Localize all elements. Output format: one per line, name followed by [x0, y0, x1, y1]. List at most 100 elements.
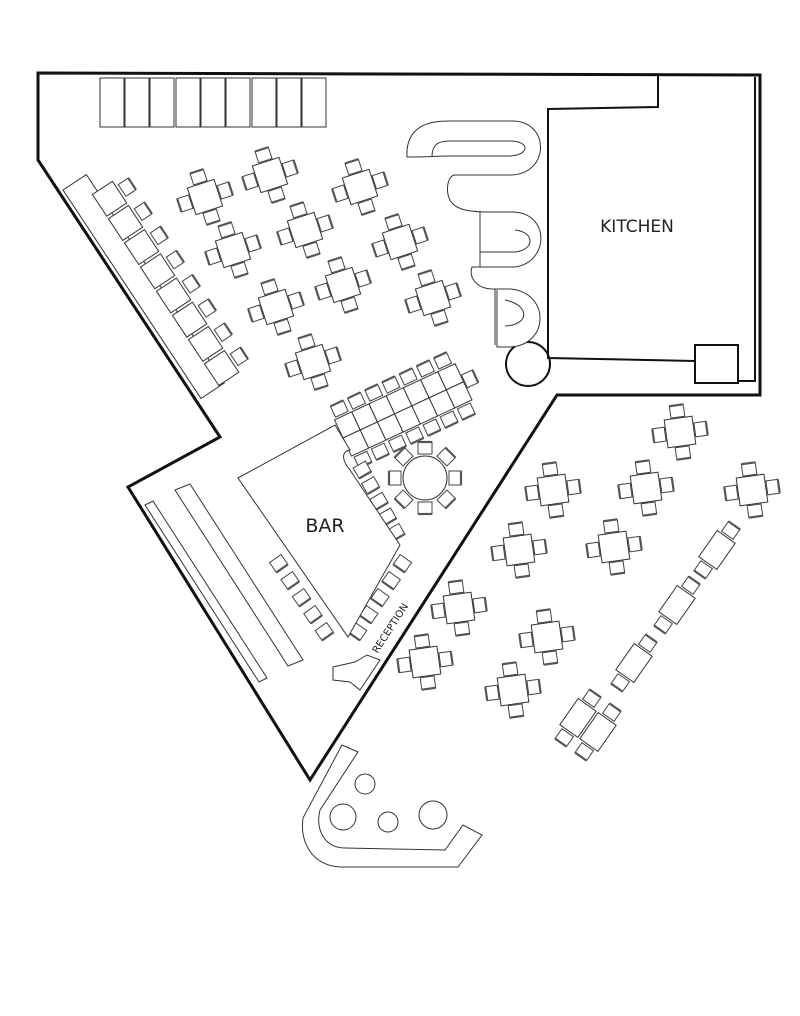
table-top — [414, 279, 452, 317]
table-top — [698, 529, 736, 571]
chair — [149, 225, 169, 246]
chair — [405, 426, 425, 445]
chair — [444, 282, 462, 301]
chair — [202, 208, 221, 226]
chair — [370, 442, 390, 461]
chair — [653, 615, 674, 635]
chair — [357, 198, 376, 216]
chair — [554, 728, 575, 748]
booth-seat — [99, 77, 125, 128]
chair — [197, 298, 217, 318]
chair — [680, 575, 701, 595]
chair — [460, 369, 480, 389]
chair — [547, 503, 565, 519]
chair — [602, 518, 620, 534]
bar-stool — [303, 604, 323, 625]
chair — [371, 171, 389, 190]
chair — [574, 742, 595, 762]
chair — [438, 650, 454, 668]
serpentine-seating-inner — [494, 289, 525, 345]
chair — [417, 501, 433, 516]
two-seat-table — [139, 249, 185, 290]
bar-stool — [314, 621, 335, 642]
bar-area: BAR RECEPTION — [144, 424, 411, 691]
chair — [396, 656, 412, 674]
chair — [765, 478, 781, 496]
chair — [287, 291, 305, 310]
table-top — [214, 231, 252, 269]
chair — [302, 241, 321, 259]
booth-row-top — [99, 77, 327, 128]
chair — [289, 201, 308, 219]
chair — [535, 608, 553, 624]
chair — [720, 520, 741, 540]
four-seat-table — [518, 608, 576, 666]
four-seat-table — [723, 461, 781, 519]
two-seat-table — [574, 702, 622, 762]
bar-stool — [352, 460, 372, 480]
chair — [627, 535, 643, 553]
chair — [398, 367, 418, 386]
chair — [213, 322, 233, 343]
table-top — [530, 620, 564, 654]
chair — [176, 194, 194, 213]
kitchen-wall-east — [738, 77, 756, 382]
chair — [490, 544, 506, 562]
chair — [610, 673, 631, 693]
chair — [387, 470, 402, 486]
chair — [518, 631, 534, 649]
table-top — [257, 288, 295, 326]
chair — [541, 461, 559, 477]
chair — [241, 172, 259, 191]
reception-label: RECEPTION — [371, 602, 411, 656]
table-top — [579, 711, 617, 753]
four-seat-table — [651, 403, 709, 461]
two-seat-table — [155, 274, 201, 314]
table-top — [294, 343, 332, 381]
chair — [165, 249, 185, 270]
lounge-table — [354, 773, 376, 795]
four-seat-table — [176, 168, 234, 226]
bar-counter — [237, 424, 401, 638]
four-seat-table — [314, 256, 372, 314]
table-top — [402, 455, 448, 501]
column — [505, 341, 551, 387]
chair — [651, 426, 667, 444]
chair — [297, 333, 316, 351]
chair — [693, 420, 709, 438]
two-seat-table — [123, 225, 169, 266]
lounge-table — [329, 803, 357, 831]
table-top — [324, 266, 362, 304]
bar-stool — [370, 587, 390, 608]
serpentine-seating-inner — [406, 140, 526, 158]
chair — [133, 201, 153, 222]
chair — [281, 159, 299, 178]
dining-tables — [62, 146, 781, 762]
chair — [585, 541, 601, 559]
table-top — [658, 584, 696, 626]
kitchen-wall — [547, 75, 696, 362]
booth-seat — [301, 77, 327, 128]
chair — [364, 383, 384, 402]
four-seat-table — [430, 579, 488, 637]
chair — [436, 446, 457, 467]
lounge-sofa — [301, 744, 483, 868]
four-seat-table — [404, 269, 462, 327]
round-table — [387, 440, 463, 516]
chair — [284, 359, 302, 378]
wall-banquette — [62, 173, 249, 400]
two-seat-table — [653, 575, 701, 635]
chair — [254, 146, 273, 164]
chair — [740, 461, 758, 477]
chair — [507, 703, 525, 719]
lounge-table — [377, 811, 399, 833]
chair — [417, 269, 436, 287]
two-seat-table — [171, 298, 217, 338]
bar-stool — [381, 570, 402, 591]
chair — [419, 675, 437, 691]
four-seat-table — [585, 518, 643, 576]
table-top — [341, 168, 379, 206]
table-top — [502, 533, 536, 567]
chair — [344, 158, 363, 176]
two-seat-table — [187, 322, 233, 363]
